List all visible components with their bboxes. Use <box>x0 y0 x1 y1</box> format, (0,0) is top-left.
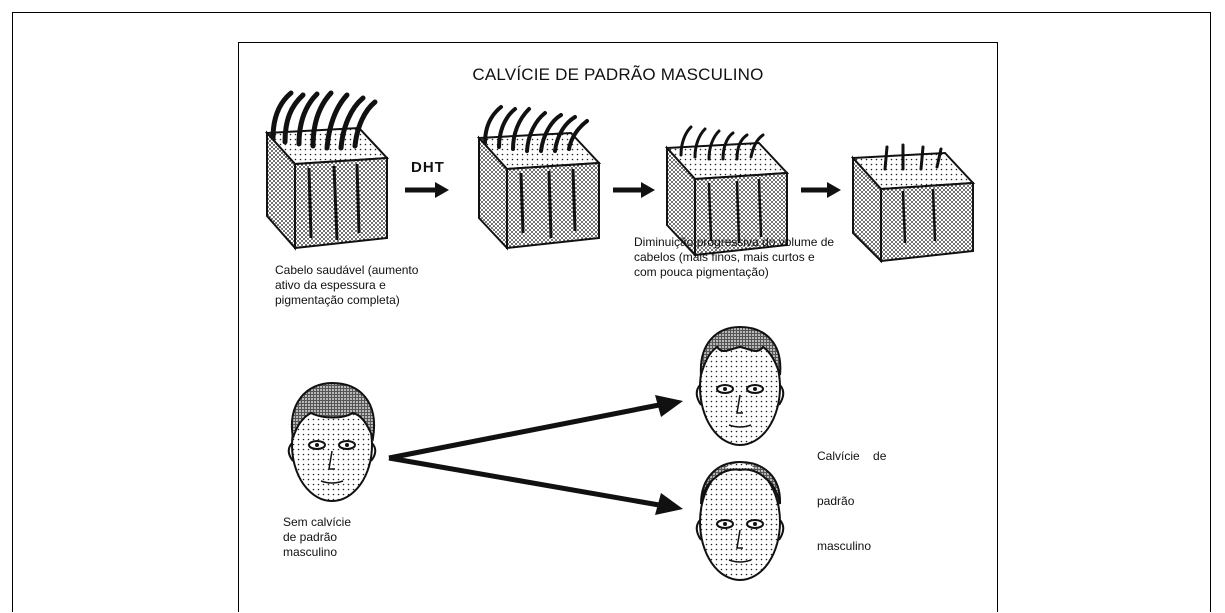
diagram-title: CALVÍCIE DE PADRÃO MASCULINO <box>472 65 764 84</box>
dht-label: DHT <box>411 159 445 176</box>
face-full-hair-icon <box>287 381 377 502</box>
diagram-illustrations <box>264 90 976 581</box>
caption-no-baldness: Sem calvície de padrão masculino <box>283 515 352 559</box>
caption-progressive-loss: Diminuição progressiva do volume de cabe… <box>634 235 835 279</box>
arrow-right-icon <box>405 182 449 198</box>
arrow-right-icon <box>613 182 655 198</box>
face-thinning-crown-icon <box>695 460 785 581</box>
skin-block-thinning-hair-icon <box>476 105 602 251</box>
diagram-figure: CALVÍCIE DE PADRÃO MASCULINO <box>238 42 998 612</box>
document-frame <box>12 12 1211 612</box>
face-receding-hairline-icon <box>695 325 785 446</box>
skin-block-healthy-hair-icon <box>264 90 390 251</box>
branch-arrow-up-icon <box>388 395 683 461</box>
skin-block-minimal-hair-icon <box>850 143 976 264</box>
caption-baldness: Calvície de padrão masculino <box>817 449 887 553</box>
arrow-right-icon <box>801 182 841 198</box>
caption-healthy-hair: Cabelo saudável (aumento ativo da espess… <box>275 263 419 307</box>
branch-arrow-down-icon <box>388 455 683 515</box>
skin-block-sparse-hair-icon <box>664 125 790 258</box>
